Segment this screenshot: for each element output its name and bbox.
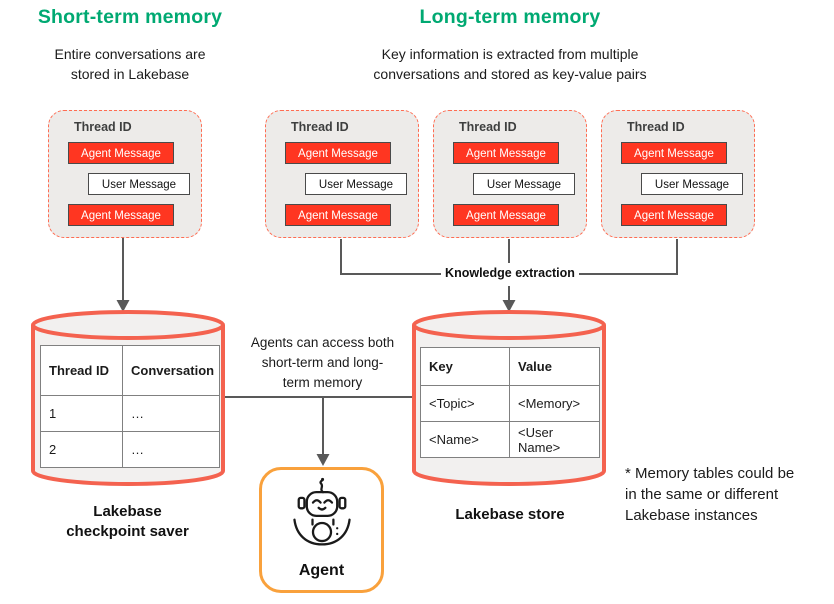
store-cell: <Memory> [509,385,600,422]
store-cell: <Name> [420,421,510,458]
checkpoint-saver-label: Lakebase checkpoint saver [66,503,189,540]
thread-box-short-term: Thread ID Agent Message User Message Age… [48,110,202,238]
memory-tables-footnote: * Memory tables could be in the same or … [625,465,795,524]
agent-message-chip: Agent Message [285,204,391,226]
thread-id-label: Thread ID [291,120,349,134]
long-term-title: Long-term memory [419,6,601,28]
store-col-header: Value [509,347,600,386]
checkpoint-cell: 2 [40,431,123,468]
table-row: 2 … [40,431,220,468]
lakebase-store-label: Lakebase store [455,506,565,523]
checkpoint-col-header: Thread ID [40,345,123,396]
checkpoint-cell: … [122,431,220,468]
thread-box-long-term-3: Thread ID Agent Message User Message Age… [601,110,755,238]
robot-icon [292,477,351,546]
agent-message-chip: Agent Message [453,204,559,226]
checkpoint-table: Thread ID Conversation 1 … 2 … [40,345,220,468]
store-cell: <User Name> [509,421,600,458]
long-term-subtitle: Key information is extracted from multip… [373,46,647,82]
agent-message-chip: Agent Message [453,142,559,164]
agent-message-chip: Agent Message [621,204,727,226]
agent-message-chip: Agent Message [285,142,391,164]
user-message-chip: User Message [305,173,407,195]
agent-box: Agent [259,467,384,593]
short-term-subtitle: Entire conversations are stored in Lakeb… [54,46,206,82]
agent-message-chip: Agent Message [621,142,727,164]
thread-box-long-term-1: Thread ID Agent Message User Message Age… [265,110,419,238]
agent-label: Agent [298,562,345,579]
checkpoint-col-header: Conversation [122,345,220,396]
thread-id-label: Thread ID [627,120,685,134]
table-row: <Topic> <Memory> [420,385,600,422]
agent-message-chip: Agent Message [68,142,174,164]
store-table: Key Value <Topic> <Memory> <Name> <User … [420,347,600,458]
agent-message-chip: Agent Message [68,204,174,226]
store-cell: <Topic> [420,385,510,422]
checkpoint-cell: 1 [40,395,123,432]
access-note: Agents can access both short-term and lo… [250,335,395,390]
thread-box-long-term-2: Thread ID Agent Message User Message Age… [433,110,587,238]
table-row: <Name> <User Name> [420,421,600,458]
checkpoint-cell: … [122,395,220,432]
user-message-chip: User Message [641,173,743,195]
store-col-header: Key [420,347,510,386]
short-term-title: Short-term memory [37,6,223,28]
table-row: 1 … [40,395,220,432]
user-message-chip: User Message [473,173,575,195]
thread-id-label: Thread ID [74,120,132,134]
thread-id-label: Thread ID [459,120,517,134]
user-message-chip: User Message [88,173,190,195]
knowledge-extraction-label: Knowledge extraction [445,266,575,280]
